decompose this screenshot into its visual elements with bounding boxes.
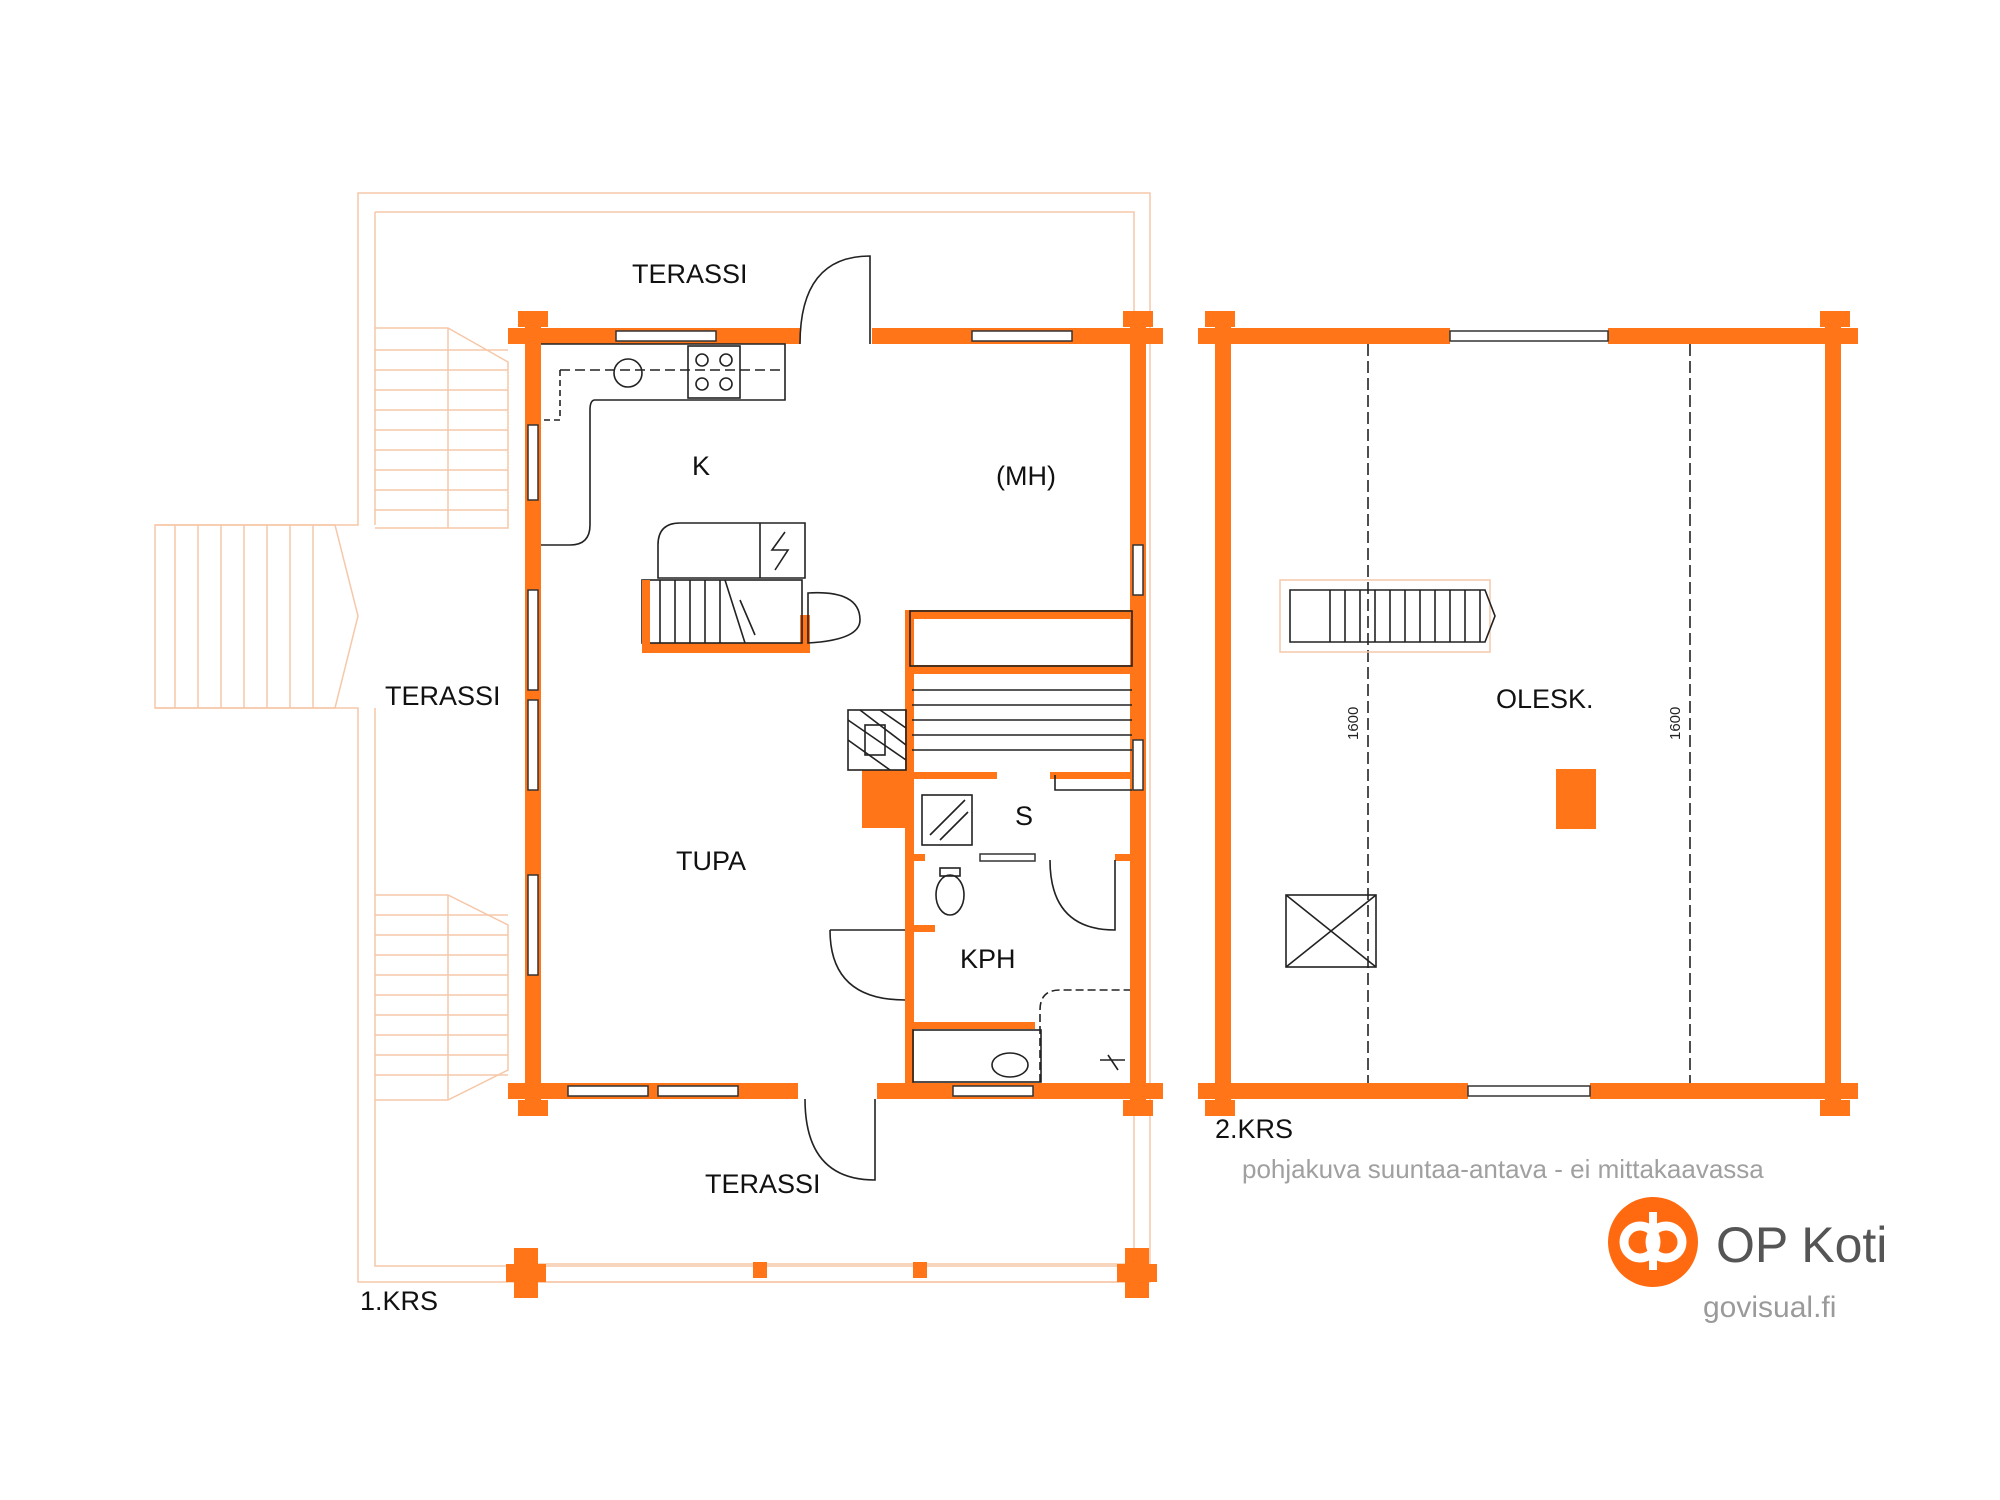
- terrace-outline: [154, 192, 1151, 1283]
- floor1-doors: [799, 255, 1116, 1181]
- floor2-interior: [1279, 344, 1691, 1083]
- room-label-sauna: S: [1015, 801, 1033, 831]
- sink-icon: [613, 358, 643, 388]
- floor2-label: 2.KRS: [1215, 1114, 1293, 1144]
- disclaimer-note: pohjakuva suuntaa-antava - ei mittakaava…: [1242, 1154, 1764, 1184]
- lower-steps: [375, 894, 509, 1101]
- room-label-kitchen: K: [692, 451, 710, 481]
- brand-name: OP Koti: [1716, 1217, 1887, 1273]
- shower-icon: [921, 794, 973, 846]
- room-label-terassi-bottom: TERASSI: [705, 1169, 821, 1199]
- floor1-stairs: [641, 579, 803, 645]
- op-logo-icon: [1608, 1197, 1698, 1287]
- toilet-icon: [935, 874, 965, 916]
- floor1-windows: [527, 330, 1144, 1097]
- floor2-stair-opening: [1279, 579, 1496, 653]
- sauna-benches: [847, 610, 1133, 791]
- room-label-terassi-top: TERASSI: [632, 259, 748, 289]
- basin-icon: [991, 1052, 1029, 1078]
- dimension-label-left: 1600: [1345, 707, 1362, 740]
- room-label-terassi-left: TERASSI: [385, 681, 501, 711]
- electric-icon: [770, 531, 790, 571]
- roof-hatch: [1285, 894, 1377, 968]
- room-label-bedroom: (MH): [996, 461, 1056, 491]
- room-label-bathroom: KPH: [960, 944, 1016, 974]
- dimension-label-right: 1600: [1667, 707, 1684, 740]
- chimney: [1556, 769, 1596, 829]
- floor1-label: 1.KRS: [360, 1286, 438, 1316]
- brand-website: govisual.fi: [1703, 1291, 1836, 1324]
- left-steps: [155, 524, 359, 709]
- drain-icon: [1100, 1054, 1125, 1071]
- floor2-windows: [1449, 330, 1609, 1097]
- floor2-walls: [1198, 311, 1858, 1116]
- upper-steps: [375, 327, 509, 529]
- bathroom-fixtures: [912, 794, 1130, 1083]
- room-label-living: TUPA: [676, 846, 746, 876]
- floor1-walls: [506, 311, 1163, 1298]
- room-label-lounge: OLESK.: [1496, 684, 1594, 714]
- kitchen-fixtures: [541, 343, 806, 579]
